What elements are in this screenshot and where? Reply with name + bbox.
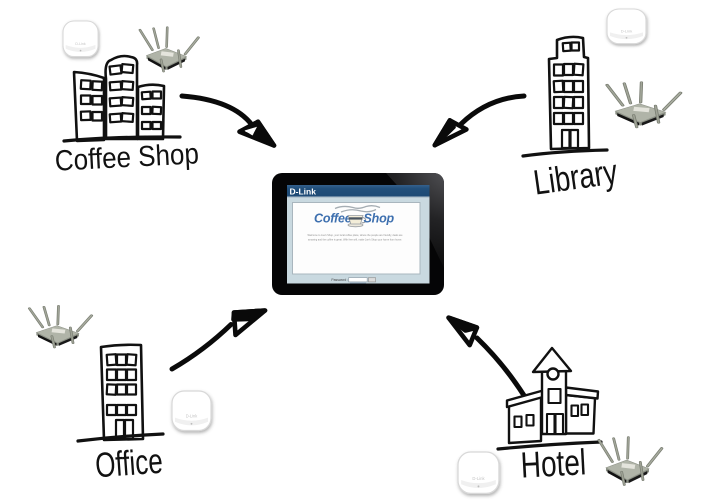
svg-text:Password :: Password : [331,278,348,282]
svg-text:Library: Library [531,151,620,202]
svg-text:amazing and the coffee is grea: amazing and the coffee is great. With fr… [308,238,402,242]
svg-text:Coffee Shop: Coffee Shop [54,137,200,177]
svg-text:Welcome to Joe's Shop, your lo: Welcome to Joe's Shop, your local coffee… [308,233,403,237]
svg-text:Hotel: Hotel [520,442,587,486]
svg-text:Shop: Shop [364,212,395,226]
svg-text:Coffee: Coffee [314,212,352,226]
svg-text:Office: Office [94,441,164,485]
svg-text:D-Link: D-Link [290,187,317,197]
